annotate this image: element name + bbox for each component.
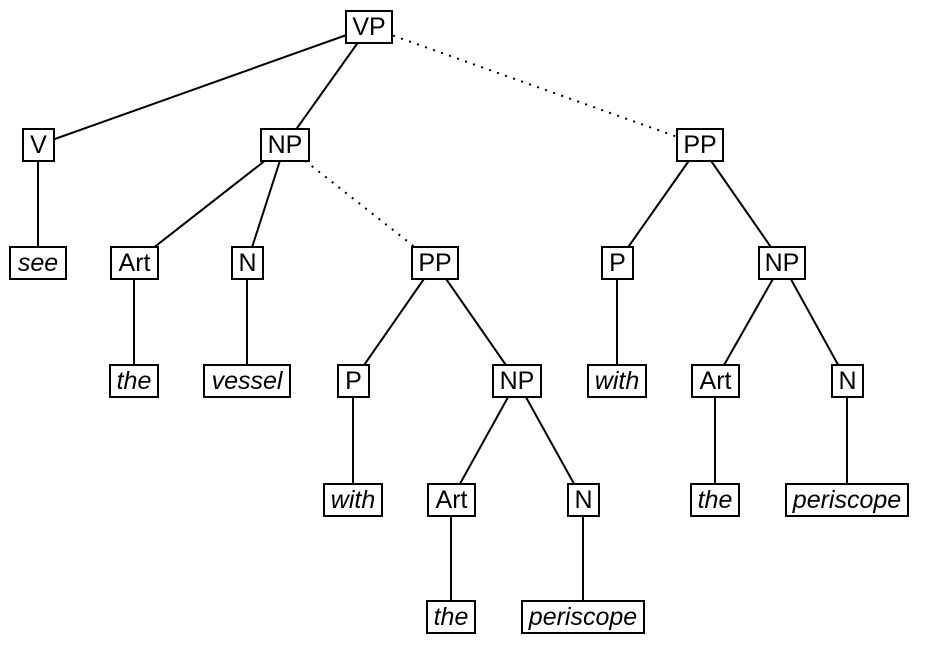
node-art-np: Art xyxy=(427,483,476,517)
edge-ppvp-p xyxy=(616,144,701,264)
edge-np-pp-dotted xyxy=(284,144,436,264)
edge-ppnp-p xyxy=(352,262,436,382)
edge-npnp-art xyxy=(450,380,518,501)
node-word-periscope-vp: periscope xyxy=(785,483,909,517)
edge-np-n xyxy=(246,144,286,264)
node-n-np: N xyxy=(567,483,600,517)
node-art-object: Art xyxy=(110,246,159,280)
node-v: V xyxy=(22,128,55,162)
node-n-vp: N xyxy=(831,364,864,398)
edge-npvp-art xyxy=(714,262,783,382)
node-word-with-np: with xyxy=(323,483,383,517)
node-pp-np: PP xyxy=(411,246,459,280)
edge-ppnp-np xyxy=(434,262,518,382)
node-word-periscope-np: periscope xyxy=(521,600,645,634)
node-p-vp: P xyxy=(601,246,634,280)
node-n-object: N xyxy=(231,246,264,280)
node-np-np: NP xyxy=(492,364,542,398)
node-word-with-vp: with xyxy=(587,364,647,398)
node-np-vp: NP xyxy=(758,246,806,280)
edge-vp-pp-dotted xyxy=(368,26,701,146)
node-art-vp: Art xyxy=(691,364,740,398)
edge-vp-v xyxy=(37,26,370,146)
node-word-the-object: the xyxy=(109,364,159,398)
edge-ppvp-np xyxy=(699,144,783,264)
node-np-object: NP xyxy=(260,128,310,162)
node-word-vessel: vessel xyxy=(203,364,291,398)
node-word-the-np: the xyxy=(426,600,476,634)
node-p-np: P xyxy=(337,364,370,398)
node-word-the-vp: the xyxy=(690,483,740,517)
node-pp-vp: PP xyxy=(676,128,724,162)
edge-npnp-n xyxy=(516,380,584,501)
node-word-see: see xyxy=(9,246,67,280)
edge-npvp-n xyxy=(781,262,848,382)
edge-vp-np xyxy=(284,26,370,146)
edge-np-art xyxy=(133,144,286,264)
node-vp: VP xyxy=(345,10,393,44)
